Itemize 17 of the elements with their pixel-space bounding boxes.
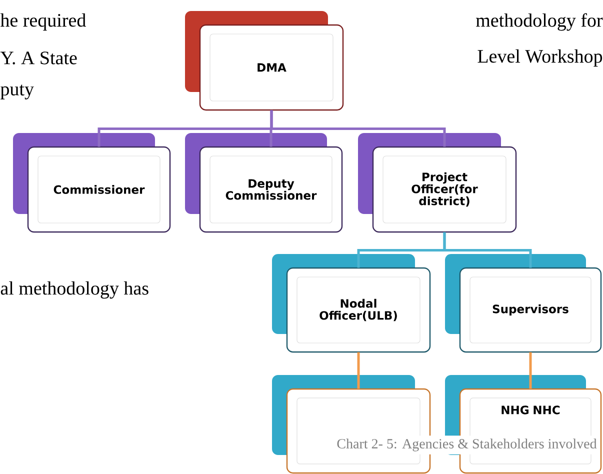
paragraph-text: Level Workshop [478,49,602,67]
paragraph-text: Y. A State [0,52,77,64]
org-box: DMA [185,11,344,111]
paragraph-text: he required [0,13,86,31]
connector-line [270,110,446,147]
connector-line [357,352,360,389]
org-box: Deputy Commissioner [185,133,343,233]
org-box: Nodal Officer(ULB) [272,254,431,353]
caption: Chart 2- 5: Agencies & Stakeholders involved [334,436,600,454]
paragraph-text: al methodology has [0,281,148,299]
paragraph-text: puty [0,84,34,100]
org-box: Supervisors [445,254,602,353]
paragraph-text: methodology for [476,13,603,31]
org-box: Project Officer(for district) [358,133,517,233]
connector-line [443,232,532,268]
org-box: Commissioner [13,133,171,233]
connector-line [529,352,532,389]
